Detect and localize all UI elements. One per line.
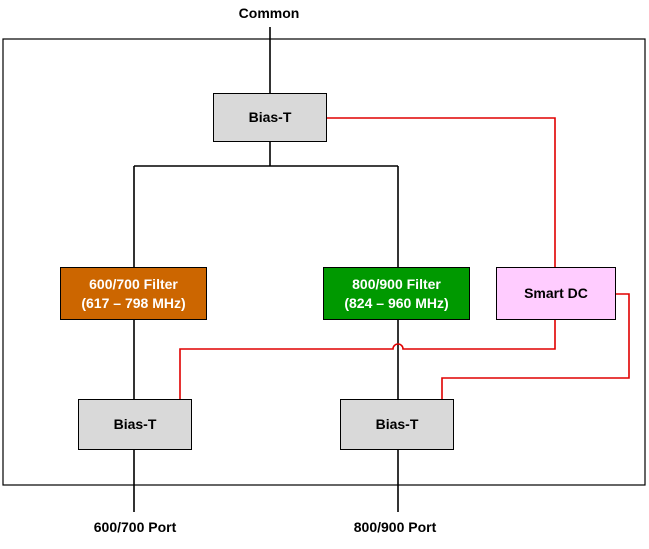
- port-600-700-label: 600/700 Port: [93, 519, 177, 535]
- dc-line-smart-dc-to-right-bias-t: [441, 293, 630, 399]
- filter-800-900-name: 800/900 Filter: [352, 275, 441, 292]
- port-800-900-label: 800/900 Port: [353, 519, 437, 535]
- bias-t-left-block: Bias-T: [78, 399, 192, 450]
- bias-t-right-block: Bias-T: [340, 399, 454, 450]
- filter-800-900-block: 800/900 Filter (824 – 960 MHz): [323, 267, 470, 320]
- filter-800-900-range: (824 – 960 MHz): [344, 294, 449, 311]
- filter-600-700-range: (617 – 798 MHz): [81, 294, 186, 311]
- smart-dc-block: Smart DC: [496, 267, 616, 320]
- bias-t-right-label: Bias-T: [375, 416, 419, 432]
- filter-600-700-block: 600/700 Filter (617 – 798 MHz): [60, 267, 207, 320]
- bias-t-top-block: Bias-T: [213, 93, 327, 142]
- filter-600-700-name: 600/700 Filter: [89, 275, 178, 292]
- smart-dc-label: Smart DC: [524, 285, 588, 301]
- dc-line-top-to-smart-dc: [327, 117, 556, 267]
- enclosure-outline: [2, 38, 646, 486]
- dc-line-smart-dc-to-left-bias-t: [179, 320, 556, 399]
- bias-t-top-label: Bias-T: [248, 109, 292, 125]
- bias-t-left-label: Bias-T: [113, 416, 157, 432]
- common-label: Common: [238, 5, 300, 21]
